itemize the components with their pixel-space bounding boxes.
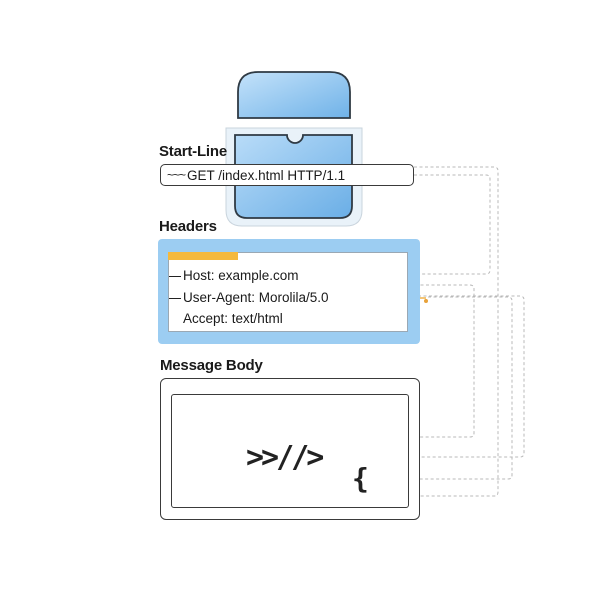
wave-icon: ~~~ — [167, 168, 186, 182]
connector-lines — [392, 166, 525, 497]
server-icon — [225, 71, 363, 227]
request-line: GET /index.html HTTP/1.1 — [187, 167, 346, 183]
start-line-title: Start-Line — [159, 143, 228, 160]
header-user-agent: User-Agent: Morolila/5.0 — [183, 290, 329, 305]
start-line-box: ~~~ GET /index.html HTTP/1.1 — [160, 164, 414, 186]
header-host: Host: example.com — [183, 268, 299, 283]
headers-title: Headers — [159, 218, 217, 235]
header-accept: Accept: text/html — [183, 311, 283, 326]
brace-symbol: { — [352, 462, 369, 495]
headers-tab-accent — [168, 252, 238, 260]
message-body-title: Message Body — [160, 357, 263, 374]
code-symbol: >>//> — [246, 440, 324, 475]
header-bullet — [169, 298, 181, 300]
message-body-frame — [160, 378, 420, 520]
headers-content — [168, 252, 408, 332]
message-body-content — [171, 394, 409, 508]
header-bullet — [169, 276, 181, 278]
